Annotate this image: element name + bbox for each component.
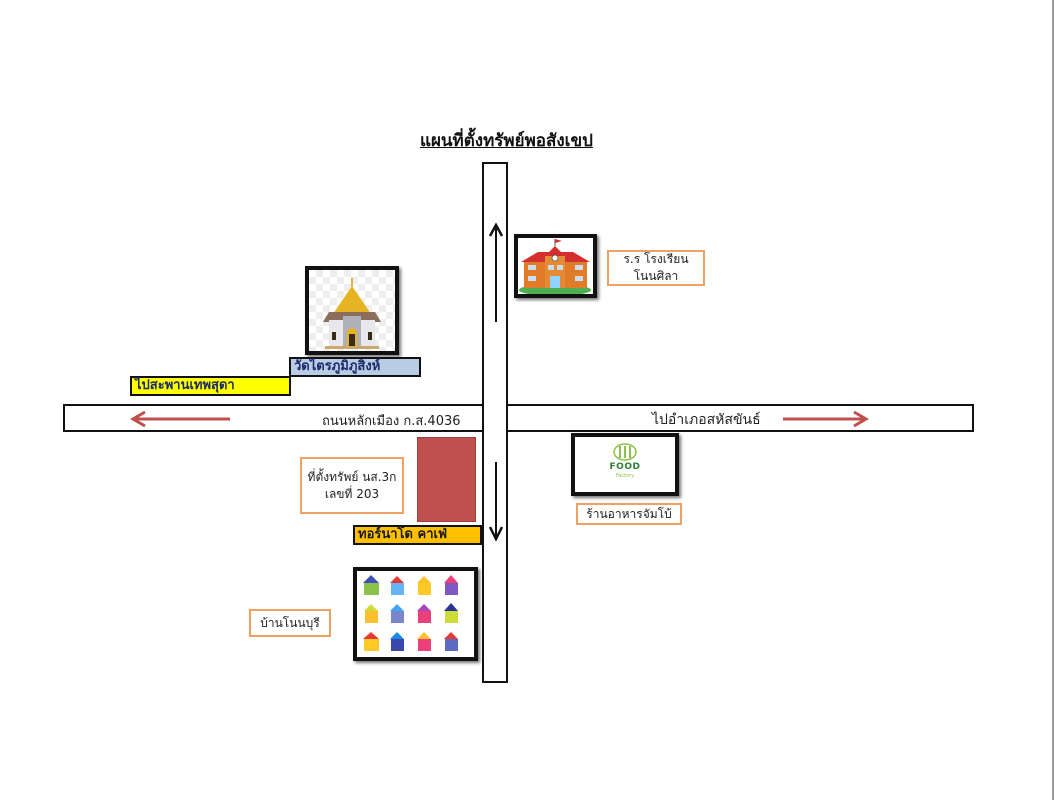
arrow-right-icon [783, 410, 869, 428]
village-label: บ้านโนนบุรี [249, 609, 331, 637]
school-label-line1: ร.ร โรงเรียน [623, 252, 689, 266]
arrow-up-icon [488, 222, 504, 322]
school-picture [514, 234, 597, 298]
direction-left-label: ไปสะพานเทพสุดา [130, 376, 291, 396]
temple-picture [305, 266, 399, 355]
school-callout: ร.ร โรงเรียน โนนศิลา [607, 250, 705, 286]
arrow-down-icon [488, 462, 504, 542]
arrow-left-icon [130, 410, 230, 428]
utensils-icon [613, 443, 637, 461]
intersection-edge-right [506, 404, 508, 432]
houses-icon [363, 575, 458, 651]
food-logo-icon: FOOD Factory [575, 437, 675, 492]
cafe-label: ทอร์นาโด คาเฟ่ [353, 525, 482, 545]
property-label-line1: ที่ตั้งทรัพย์ นส.3ก [307, 469, 397, 484]
map-title: แผนที่ตั้งทรัพย์พอสังเขป [420, 131, 593, 151]
restaurant-picture: FOOD Factory [571, 433, 679, 496]
main-road-label: ถนนหลักเมือง ก.ส.4036 [322, 414, 461, 429]
house-row-1 [363, 575, 458, 595]
page-edge [1052, 0, 1054, 800]
temple-label: วัดไตรภูมิภูสิงห์ [289, 357, 421, 377]
direction-right-label: ไปอำเภอสหัสขันธ์ [652, 412, 761, 428]
restaurant-label: ร้านอาหารจัมโบ้ [576, 503, 682, 525]
house-row-2 [364, 603, 458, 623]
food-logo-subtext: Factory [615, 473, 635, 479]
house-row-3 [363, 632, 458, 651]
property-marker [417, 437, 476, 522]
property-callout: ที่ตั้งทรัพย์ นส.3ก เลขที่ 203 [300, 457, 404, 514]
intersection-edge-left [482, 404, 484, 432]
food-logo-text: FOOD [609, 462, 641, 472]
village-picture [353, 567, 478, 661]
school-label-line2: โนนศิลา [633, 269, 679, 283]
intersection [484, 406, 506, 430]
temple-icon [323, 278, 381, 349]
school-icon [519, 239, 591, 294]
property-label-line2: เลขที่ 203 [324, 486, 380, 501]
